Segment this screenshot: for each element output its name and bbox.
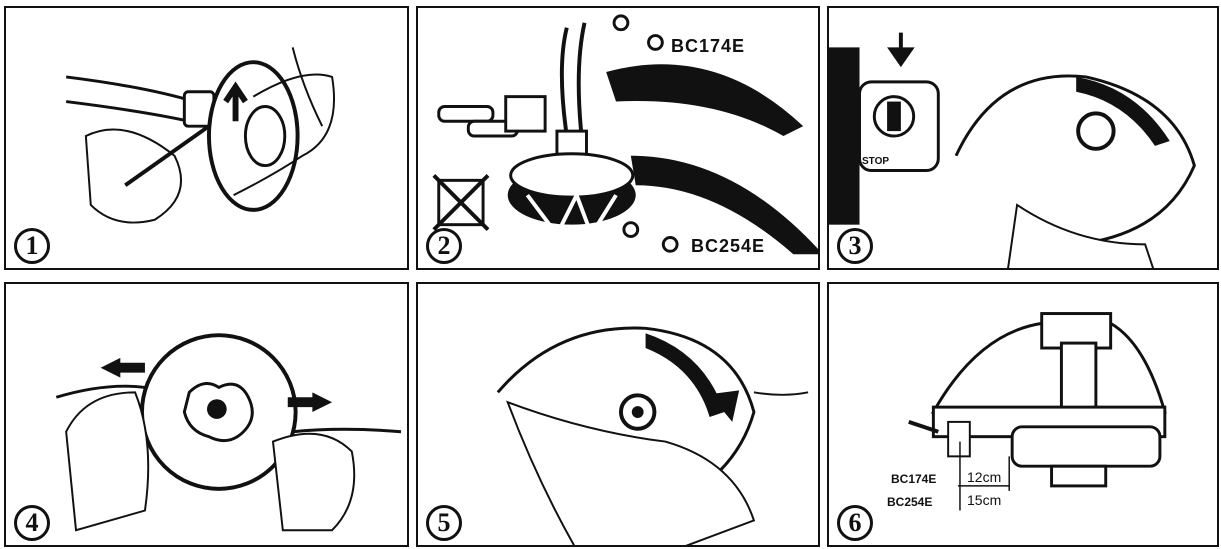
model-label-bc254e: BC254E	[691, 236, 765, 257]
step-2-illustration	[418, 8, 818, 268]
step-number-badge: 6	[837, 505, 873, 541]
model-label-bc174e: BC174E	[671, 36, 745, 57]
model-label-bc174e: BC174E	[891, 472, 936, 486]
length-12cm: 12cm	[967, 469, 1001, 485]
step-number-badge: 4	[14, 505, 50, 541]
stop-label: STOP	[862, 156, 889, 167]
step-6-panel: BC174E BC254E 12cm 15cm 6	[827, 282, 1219, 547]
length-15cm: 15cm	[967, 492, 1001, 508]
step-number-badge: 3	[837, 228, 873, 264]
step-3-panel: STOP 3	[827, 6, 1219, 270]
step-2-panel: BC174E BC254E 2	[416, 6, 820, 270]
step-4-panel: 4	[4, 282, 409, 547]
step-1-illustration	[6, 8, 407, 268]
step-number-badge: 2	[426, 228, 462, 264]
step-1-panel: 1	[4, 6, 409, 270]
step-number-badge: 5	[426, 505, 462, 541]
model-label-bc254e: BC254E	[887, 495, 932, 509]
step-4-illustration	[6, 284, 407, 545]
step-number-badge: 1	[14, 228, 50, 264]
step-5-panel: 5	[416, 282, 820, 547]
step-5-illustration	[418, 284, 818, 545]
step-3-illustration	[829, 8, 1217, 268]
